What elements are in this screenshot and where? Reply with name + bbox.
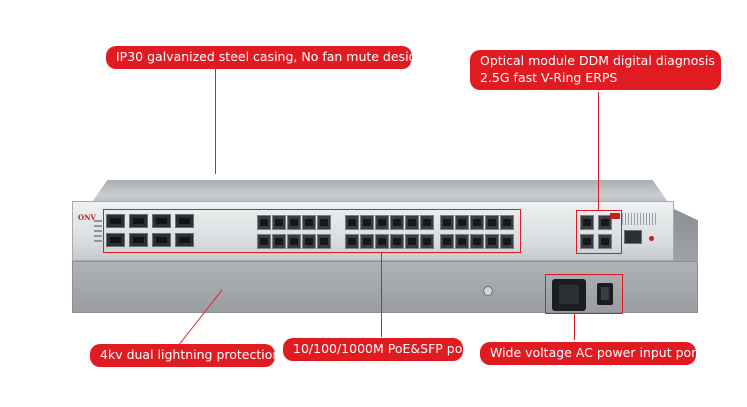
callout-power-text: Wide voltage AC power input port bbox=[490, 345, 702, 360]
sfp-port bbox=[257, 215, 271, 230]
sfp-port bbox=[405, 215, 419, 230]
reset-button bbox=[649, 236, 654, 241]
sfp-port bbox=[500, 234, 514, 249]
sfp-port bbox=[440, 234, 454, 249]
callout-ports: 10/100/1000M PoE&SFP ports bbox=[283, 338, 479, 361]
rj45-port bbox=[129, 233, 148, 247]
chassis-top bbox=[90, 180, 670, 205]
console-port bbox=[624, 230, 642, 244]
rj45-port-block bbox=[106, 212, 202, 250]
sfp-port bbox=[485, 234, 499, 249]
ac-power-inlet bbox=[552, 279, 586, 311]
sfp-port bbox=[500, 215, 514, 230]
chassis-side bbox=[674, 209, 698, 265]
rj45-port bbox=[175, 233, 194, 247]
sfp-port bbox=[390, 234, 404, 249]
sfp-port bbox=[302, 234, 316, 249]
callout-casing-text: IP30 galvanized steel casing, No fan mut… bbox=[116, 49, 425, 64]
sfp-port-group-2 bbox=[345, 212, 435, 252]
callout-lightning-text: 4kv dual lightning protection bbox=[100, 347, 281, 362]
sfp-port bbox=[375, 234, 389, 249]
uplink-sfp-block bbox=[578, 212, 620, 252]
sfp-port bbox=[272, 215, 286, 230]
sfp-port-group-3 bbox=[440, 212, 520, 252]
sfp-port bbox=[420, 215, 434, 230]
uplink-sfp-port bbox=[580, 215, 594, 230]
sfp-port bbox=[405, 234, 419, 249]
sfp-port bbox=[317, 215, 331, 230]
model-badge bbox=[610, 213, 620, 219]
ports-highlight-frame bbox=[103, 209, 521, 253]
uplink-sfp-port bbox=[598, 234, 612, 249]
sfp-port-group-1 bbox=[257, 212, 343, 252]
sfp-port bbox=[272, 234, 286, 249]
power-highlight-frame bbox=[545, 274, 623, 314]
sfp-port bbox=[470, 234, 484, 249]
sfp-port bbox=[420, 234, 434, 249]
sfp-port bbox=[360, 234, 374, 249]
uplink-sfp-port bbox=[580, 234, 594, 249]
rj45-port bbox=[106, 214, 125, 228]
sfp-port bbox=[375, 215, 389, 230]
callout-optical-line1: Optical module DDM digital diagnosis bbox=[480, 53, 715, 68]
power-switch bbox=[597, 283, 613, 305]
uplink-sfp-port bbox=[598, 215, 612, 230]
rj45-port bbox=[152, 233, 171, 247]
ports-leader-line bbox=[381, 253, 382, 337]
callout-optical-line2: 2.5G fast V-Ring ERPS bbox=[480, 69, 618, 85]
callout-ports-text: 10/100/1000M PoE&SFP ports bbox=[293, 341, 479, 356]
status-leds bbox=[94, 220, 102, 244]
sfp-port bbox=[390, 215, 404, 230]
sfp-port bbox=[485, 215, 499, 230]
front-panel bbox=[72, 201, 674, 261]
model-label bbox=[622, 213, 656, 225]
ground-screw-icon bbox=[483, 286, 493, 296]
power-leader-line bbox=[574, 314, 575, 340]
chassis-base bbox=[72, 261, 698, 313]
sfp-port bbox=[257, 234, 271, 249]
sfp-port bbox=[345, 215, 359, 230]
callout-optical: Optical module DDM digital diagnosis 2.5… bbox=[470, 50, 721, 90]
sfp-port bbox=[317, 234, 331, 249]
sfp-port bbox=[455, 215, 469, 230]
sfp-port bbox=[302, 215, 316, 230]
rj45-port bbox=[175, 214, 194, 228]
sfp-port bbox=[345, 234, 359, 249]
casing-leader-line bbox=[215, 66, 216, 174]
callout-lightning: 4kv dual lightning protection bbox=[90, 344, 281, 367]
callout-power: Wide voltage AC power input port bbox=[480, 342, 702, 365]
sfp-port bbox=[287, 215, 301, 230]
sfp-port bbox=[440, 215, 454, 230]
sfp-port bbox=[360, 215, 374, 230]
uplink-highlight-frame bbox=[576, 210, 622, 254]
sfp-port bbox=[455, 234, 469, 249]
sfp-port bbox=[470, 215, 484, 230]
rj45-port bbox=[106, 233, 125, 247]
callout-casing: IP30 galvanized steel casing, No fan mut… bbox=[106, 46, 425, 69]
rj45-port bbox=[152, 214, 171, 228]
sfp-port bbox=[287, 234, 301, 249]
optical-leader-line bbox=[598, 92, 599, 210]
rj45-port bbox=[129, 214, 148, 228]
brand-logo: ONV bbox=[78, 213, 96, 222]
